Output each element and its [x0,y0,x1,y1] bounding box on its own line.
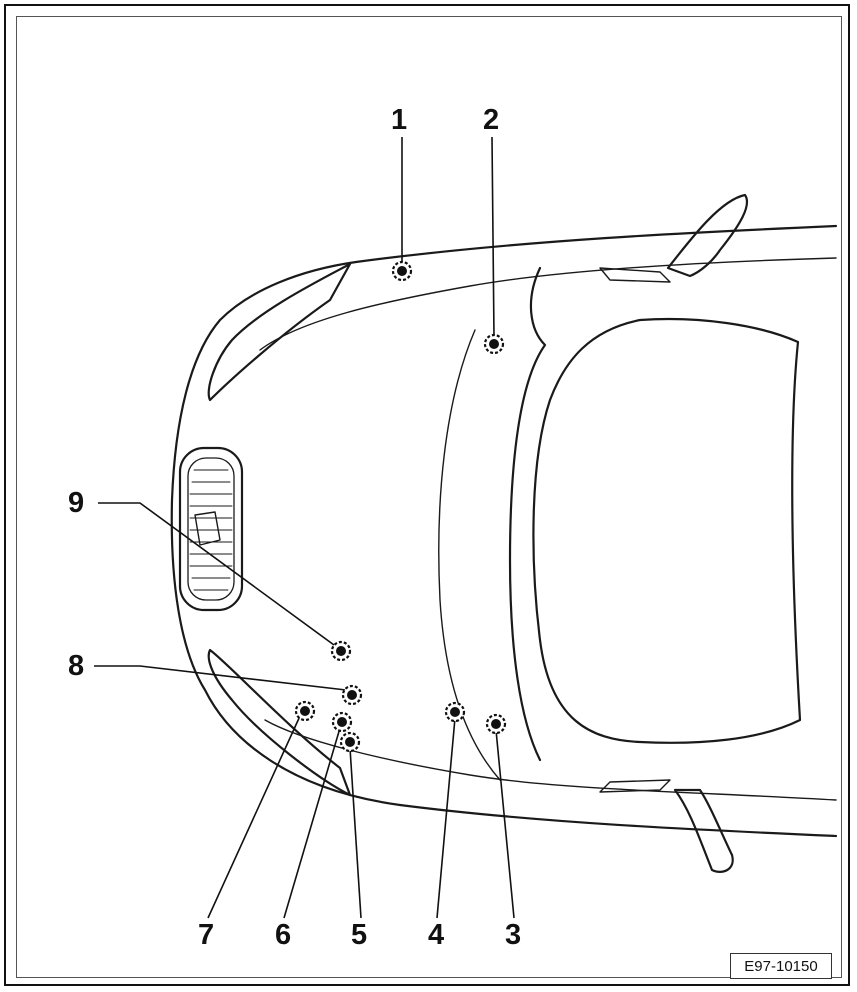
callout-label-4: 4 [428,919,445,951]
grille-slats [189,469,233,591]
leader-5 [349,747,362,919]
point-5 [339,731,361,753]
point-3 [485,713,507,735]
mirror-upper [666,193,749,278]
mirror-lower [673,788,734,873]
front-grille [178,446,244,612]
callout-label-1: 1 [391,104,408,136]
figure-reference-code: E97-10150 [730,953,832,979]
point-9 [330,640,352,662]
fastening-points [294,260,507,753]
point-4 [444,701,466,723]
emblem [194,511,221,546]
leader-9 [98,502,335,646]
front-grille-inner [187,457,235,601]
leader-7 [207,715,301,919]
hood-seam [438,329,501,781]
leader-8 [94,665,347,691]
leader-4 [436,717,456,919]
callout-label-9: 9 [68,487,85,519]
callout-label-5: 5 [351,919,368,951]
callout-label-3: 3 [505,919,522,951]
leader-2 [491,136,495,339]
point-8 [341,684,363,706]
a-pillar-line [508,266,547,762]
leader-6 [283,727,341,919]
callout-leaders [94,136,515,919]
point-1 [391,260,413,282]
point-2 [483,333,505,355]
figure-frame [4,4,850,986]
headlight-left [207,262,352,402]
body-outline-top [170,224,838,838]
callout-label-8: 8 [68,650,85,682]
cowl-vent-upper [599,267,671,283]
figure-inner-frame [16,16,842,978]
lower-crease [264,719,837,801]
leader-3 [495,729,515,919]
callout-label-7: 7 [198,919,215,951]
upper-crease [259,257,837,351]
point-6 [331,711,353,733]
callout-label-6: 6 [275,919,292,951]
cowl-vent-lower [599,779,671,793]
callout-label-2: 2 [483,104,500,136]
headlight-right [207,648,352,797]
windshield-outline [532,317,802,744]
point-7 [294,700,316,722]
